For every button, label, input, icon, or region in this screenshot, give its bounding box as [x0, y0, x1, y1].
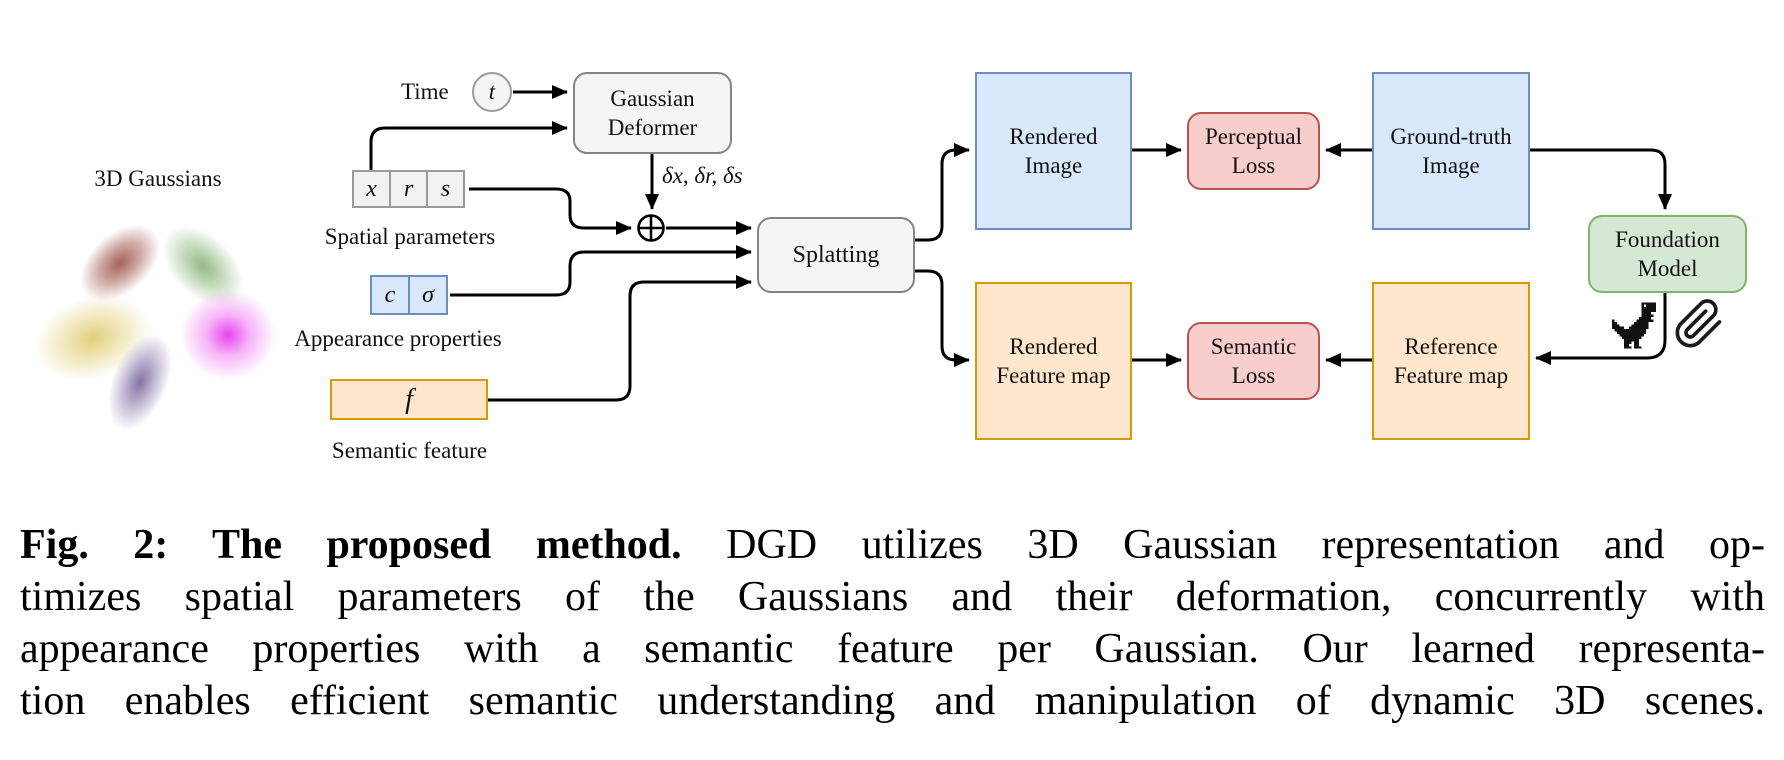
- delta-outputs-label: δx, δr, δs: [662, 163, 743, 188]
- wire-appearance-to-splatting: [450, 245, 752, 297]
- rendered-feature-map-box: Rendered Feature map: [975, 282, 1132, 440]
- rendered-image-box: Rendered Image: [975, 72, 1132, 230]
- wire-splatting-to-rendered-feature: [915, 269, 970, 367]
- gaussians-title: 3D Gaussians: [94, 166, 222, 191]
- splatting-box: Splatting: [757, 217, 915, 293]
- plus-circle-icon: [637, 214, 665, 242]
- cell-s: s: [426, 170, 465, 208]
- wire-foundation-to-reference: [1535, 293, 1667, 365]
- appearance-properties-label: Appearance properties: [294, 326, 502, 351]
- cell-r: r: [389, 170, 428, 208]
- cell-f: f: [405, 383, 413, 415]
- paperclip-icon: [1675, 299, 1722, 348]
- time-variable-node: t: [472, 72, 512, 112]
- wire-splatting-to-rendered-image: [915, 143, 970, 242]
- wire-feature-to-splatting: [488, 275, 752, 402]
- cell-x: x: [352, 170, 391, 208]
- ground-truth-image-box: Ground-truth Image: [1372, 72, 1530, 230]
- wire-spatial-to-add: [469, 187, 632, 235]
- cell-c: c: [370, 275, 410, 315]
- cell-sigma: σ: [408, 275, 448, 315]
- wire-spatial-to-deformer: [369, 121, 568, 170]
- spatial-cells: x r s: [352, 170, 465, 208]
- caption-line-3: appearance properties with a semantic fe…: [20, 626, 1765, 672]
- reference-feature-map-box: Reference Feature map: [1372, 282, 1530, 440]
- caption-line-4: tion enables efficient semantic understa…: [20, 678, 1765, 724]
- wire-groundtruth-to-foundation: [1530, 148, 1672, 210]
- semantic-loss-box: Semantic Loss: [1187, 322, 1320, 400]
- figure-caption: Fig. 2: The proposed method. DGD utilize…: [20, 519, 1765, 727]
- time-variable: t: [488, 79, 496, 104]
- semantic-feature-box: f: [330, 379, 488, 420]
- semantic-feature-label: Semantic feature: [331, 438, 488, 463]
- caption-line-2: timizes spatial parameters of the Gaussi…: [20, 574, 1765, 620]
- spatial-parameters-label: Spatial parameters: [324, 224, 496, 249]
- dino-icon: [1612, 302, 1656, 349]
- time-label: Time: [401, 79, 449, 104]
- gaussian-deformer-box: Gaussian Deformer: [573, 72, 732, 154]
- perceptual-loss-box: Perceptual Loss: [1187, 112, 1320, 190]
- caption-line-1: Fig. 2: The proposed method. DGD utilize…: [20, 522, 1765, 568]
- appearance-cells: c σ: [370, 275, 448, 315]
- gaussian-blob-magenta: [179, 289, 277, 381]
- foundation-model-box: Foundation Model: [1588, 215, 1747, 293]
